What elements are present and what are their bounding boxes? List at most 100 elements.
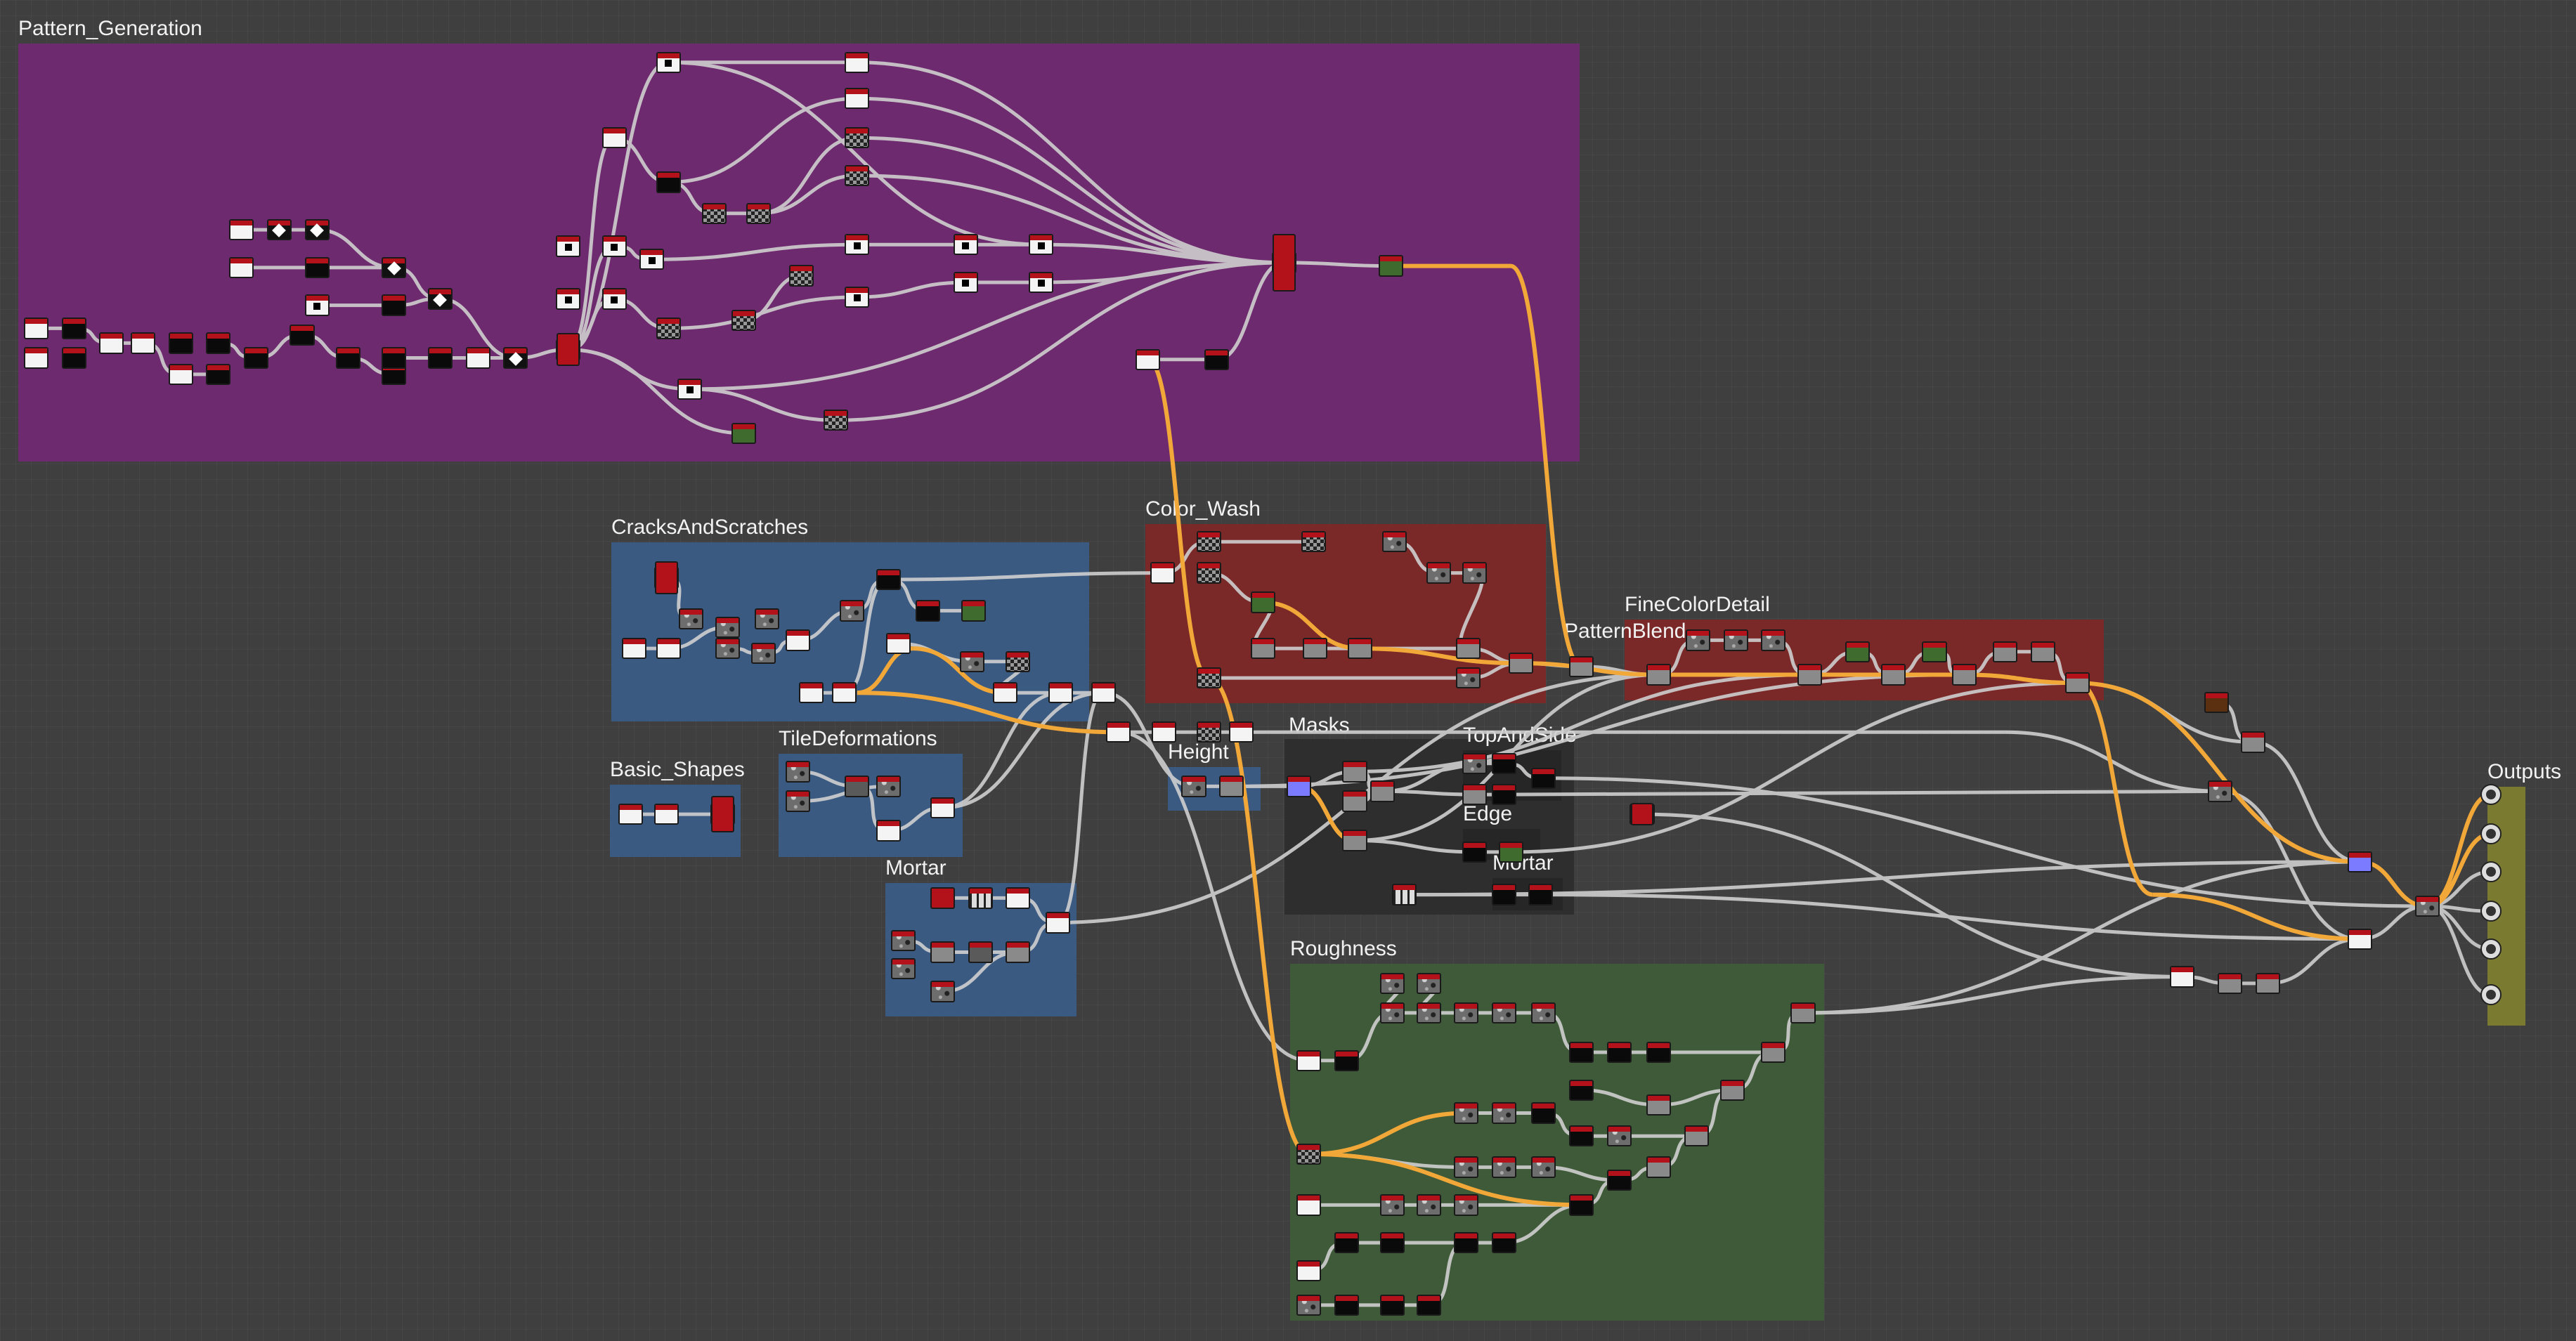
frame-roughness[interactable]: Roughness bbox=[1290, 937, 1824, 1321]
graph-node[interactable] bbox=[798, 682, 824, 704]
graph-node[interactable] bbox=[930, 887, 955, 909]
graph-node[interactable] bbox=[754, 608, 779, 630]
graph-node[interactable] bbox=[845, 127, 870, 149]
graph-node[interactable] bbox=[1426, 562, 1451, 584]
graph-node[interactable] bbox=[1797, 664, 1822, 686]
graph-node[interactable] bbox=[2255, 972, 2280, 995]
graph-node[interactable] bbox=[656, 318, 681, 339]
graph-node[interactable] bbox=[1951, 664, 1977, 686]
graph-node[interactable] bbox=[1381, 531, 1407, 553]
output-node[interactable] bbox=[2480, 938, 2502, 960]
graph-node[interactable] bbox=[1684, 1125, 1709, 1147]
output-node[interactable] bbox=[2480, 784, 2502, 806]
graph-node[interactable] bbox=[229, 218, 254, 241]
output-node[interactable] bbox=[2480, 823, 2502, 845]
graph-node[interactable] bbox=[702, 202, 727, 224]
graph-node[interactable] bbox=[465, 347, 490, 369]
graph-node[interactable] bbox=[1416, 1002, 1441, 1024]
graph-node[interactable] bbox=[382, 294, 407, 316]
graph-node[interactable] bbox=[2414, 895, 2440, 917]
graph-node[interactable] bbox=[1455, 667, 1481, 689]
graph-node[interactable] bbox=[1761, 629, 1786, 651]
graph-node[interactable] bbox=[1006, 941, 1031, 963]
graph-node[interactable] bbox=[639, 249, 665, 270]
graph-node[interactable] bbox=[1569, 1194, 1594, 1216]
graph-node[interactable] bbox=[1250, 591, 1275, 613]
graph-node[interactable] bbox=[1881, 664, 1906, 686]
graph-node[interactable] bbox=[601, 127, 627, 149]
graph-node[interactable] bbox=[244, 347, 269, 369]
graph-node[interactable] bbox=[618, 803, 643, 825]
graph-node[interactable] bbox=[1301, 531, 1327, 553]
graph-node[interactable] bbox=[335, 347, 360, 369]
graph-node[interactable] bbox=[1455, 637, 1481, 660]
graph-node[interactable] bbox=[2170, 966, 2195, 988]
graph-node[interactable] bbox=[1150, 562, 1176, 584]
graph-node[interactable] bbox=[1845, 641, 1870, 662]
graph-node[interactable] bbox=[1342, 830, 1367, 851]
graph-node[interactable] bbox=[961, 600, 987, 622]
graph-node[interactable] bbox=[1992, 641, 2017, 662]
graph-node[interactable] bbox=[2204, 692, 2230, 714]
graph-node[interactable] bbox=[2208, 780, 2233, 802]
graph-node[interactable] bbox=[953, 271, 978, 294]
graph-node[interactable] bbox=[786, 629, 811, 651]
graph-node[interactable] bbox=[655, 561, 679, 594]
graph-node[interactable] bbox=[656, 51, 681, 73]
graph-node[interactable] bbox=[746, 202, 772, 224]
graph-node[interactable] bbox=[1196, 721, 1221, 743]
graph-node[interactable] bbox=[1006, 650, 1031, 672]
graph-node[interactable] bbox=[1287, 776, 1312, 797]
graph-node[interactable] bbox=[1720, 1079, 1745, 1101]
graph-node[interactable] bbox=[930, 941, 955, 963]
graph-node[interactable] bbox=[1136, 348, 1161, 370]
graph-node[interactable] bbox=[1454, 1231, 1479, 1254]
graph-node[interactable] bbox=[656, 171, 681, 193]
graph-node[interactable] bbox=[885, 632, 911, 655]
graph-node[interactable] bbox=[845, 51, 870, 73]
graph-node[interactable] bbox=[1462, 841, 1488, 863]
graph-node[interactable] bbox=[23, 347, 48, 369]
graph-node[interactable] bbox=[1296, 1294, 1322, 1316]
output-node[interactable] bbox=[2480, 984, 2502, 1006]
graph-node[interactable] bbox=[1454, 1156, 1479, 1178]
graph-node[interactable] bbox=[503, 347, 528, 369]
graph-node[interactable] bbox=[1196, 531, 1221, 553]
graph-node[interactable] bbox=[304, 294, 330, 316]
graph-node[interactable] bbox=[1492, 1156, 1517, 1178]
graph-node[interactable] bbox=[601, 288, 627, 310]
graph-node[interactable] bbox=[876, 776, 901, 797]
graph-node[interactable] bbox=[1492, 783, 1517, 806]
graph-node[interactable] bbox=[2347, 928, 2372, 950]
graph-node[interactable] bbox=[845, 776, 870, 797]
graph-node[interactable] bbox=[1492, 1002, 1517, 1024]
graph-node[interactable] bbox=[1250, 637, 1275, 660]
graph-node[interactable] bbox=[229, 256, 254, 279]
graph-node[interactable] bbox=[1380, 1002, 1405, 1024]
graph-node[interactable] bbox=[656, 637, 681, 660]
graph-node[interactable] bbox=[1296, 1049, 1322, 1071]
graph-node[interactable] bbox=[1342, 761, 1367, 783]
graph-node[interactable] bbox=[61, 347, 86, 369]
graph-node[interactable] bbox=[2064, 672, 2090, 694]
graph-node[interactable] bbox=[959, 650, 985, 672]
graph-node[interactable] bbox=[1219, 776, 1244, 797]
graph-node[interactable] bbox=[1492, 884, 1517, 905]
graph-node[interactable] bbox=[206, 332, 231, 354]
graph-node[interactable] bbox=[556, 235, 581, 257]
graph-node[interactable] bbox=[290, 324, 315, 346]
graph-node[interactable] bbox=[1196, 562, 1221, 584]
graph-node[interactable] bbox=[1416, 972, 1441, 995]
graph-node[interactable] bbox=[1462, 783, 1488, 806]
graph-node[interactable] bbox=[1334, 1049, 1359, 1071]
graph-node[interactable] bbox=[1416, 1194, 1441, 1216]
graph-node[interactable] bbox=[1492, 752, 1517, 774]
graph-node[interactable] bbox=[731, 422, 757, 445]
graph-node[interactable] bbox=[2240, 731, 2265, 753]
graph-node[interactable] bbox=[23, 318, 48, 339]
graph-node[interactable] bbox=[99, 332, 124, 354]
graph-node[interactable] bbox=[968, 941, 993, 963]
graph-node[interactable] bbox=[845, 88, 870, 110]
graph-node[interactable] bbox=[824, 410, 849, 431]
graph-node[interactable] bbox=[1296, 1143, 1322, 1165]
